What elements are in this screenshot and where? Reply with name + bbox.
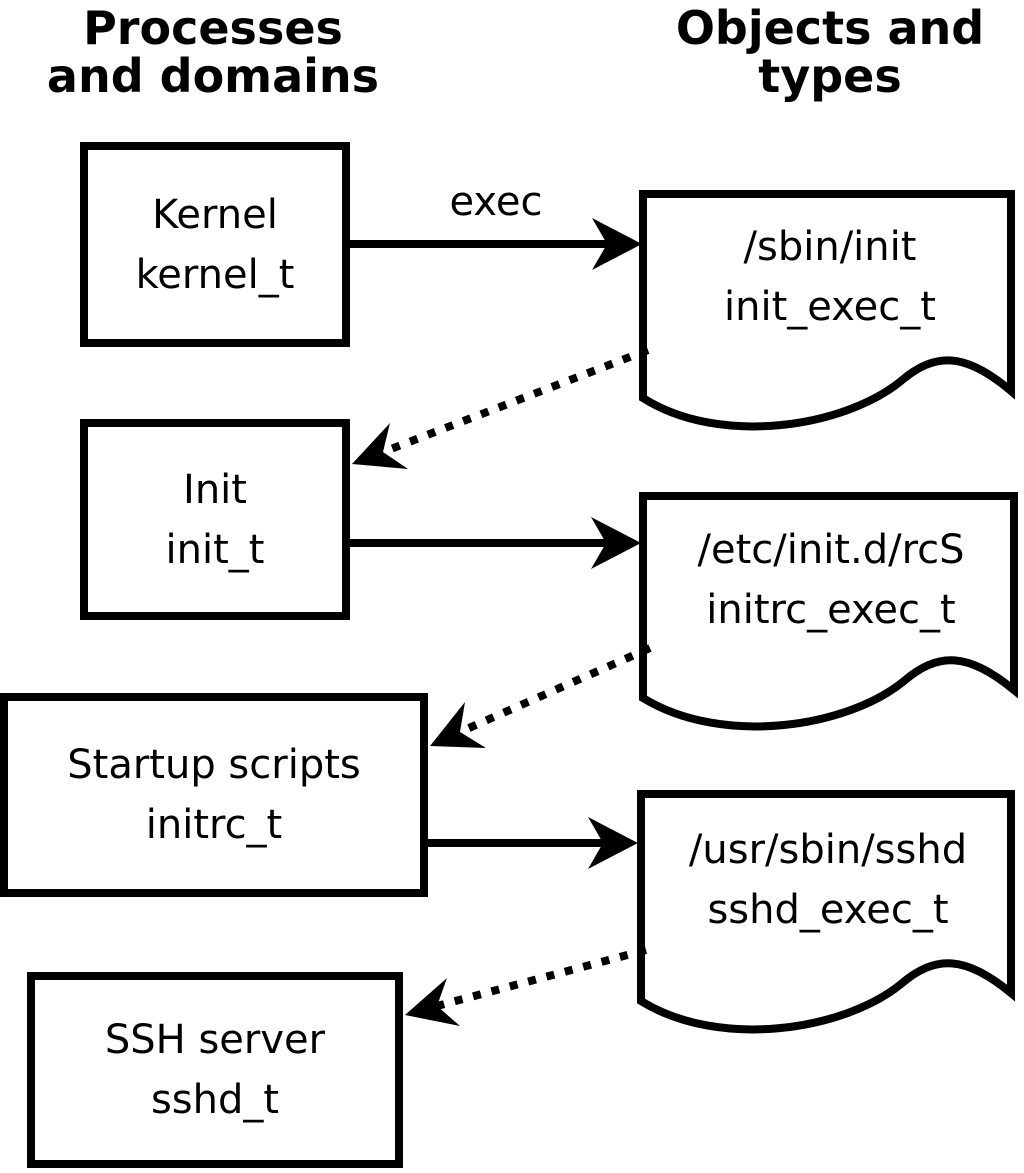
process-name: Kernel	[152, 191, 278, 238]
process-domain: initrc_t	[145, 802, 283, 848]
process-box-startup-scripts: Startup scripts initrc_t	[0, 693, 428, 897]
exec-arrow-startup-to-usr-sbin-sshd	[420, 817, 638, 869]
arrowhead-icon	[430, 702, 486, 748]
process-name: Init	[183, 466, 247, 513]
column-header-line: and domains	[46, 49, 380, 103]
arrowhead-icon	[588, 817, 638, 869]
column-header-line: Objects and	[675, 1, 985, 55]
transition-arrow-usr-sbin-sshd-to-ssh-server	[405, 946, 648, 1026]
process-box-kernel: Kernel kernel_t	[80, 142, 350, 347]
process-domain: init_t	[165, 526, 265, 573]
transition-arrow-etc-initd-rcs-to-startup	[430, 644, 652, 748]
arrowhead-icon	[591, 517, 641, 569]
column-header-line: types	[758, 49, 902, 103]
process-box-init: Init init_t	[80, 419, 350, 620]
document-shape-sbin-init	[639, 190, 1015, 431]
process-domain: sshd_t	[150, 1077, 280, 1123]
arrowhead-icon	[592, 218, 642, 270]
exec-arrow-label: exec	[449, 179, 543, 225]
process-name: Startup scripts	[67, 742, 361, 788]
exec-arrow-kernel-to-sbin-init	[344, 218, 642, 270]
process-name: SSH server	[104, 1017, 326, 1063]
column-header-processes-and-domains: Processes and domains	[8, 4, 418, 100]
process-domain: kernel_t	[135, 251, 295, 298]
column-header-objects-and-types: Objects and types	[628, 4, 1024, 100]
transition-arrow-sbin-init-to-init	[352, 346, 650, 469]
exec-arrow-init-to-etc-initd-rcs	[343, 517, 641, 569]
arrowhead-icon	[405, 978, 460, 1026]
column-header-line: Processes	[83, 1, 343, 55]
process-box-ssh-server: SSH server sshd_t	[27, 972, 403, 1168]
arrowhead-icon	[352, 423, 408, 469]
document-shape-usr-sbin-sshd	[637, 790, 1015, 1034]
document-shape-etc-initd-rcs	[639, 492, 1018, 731]
